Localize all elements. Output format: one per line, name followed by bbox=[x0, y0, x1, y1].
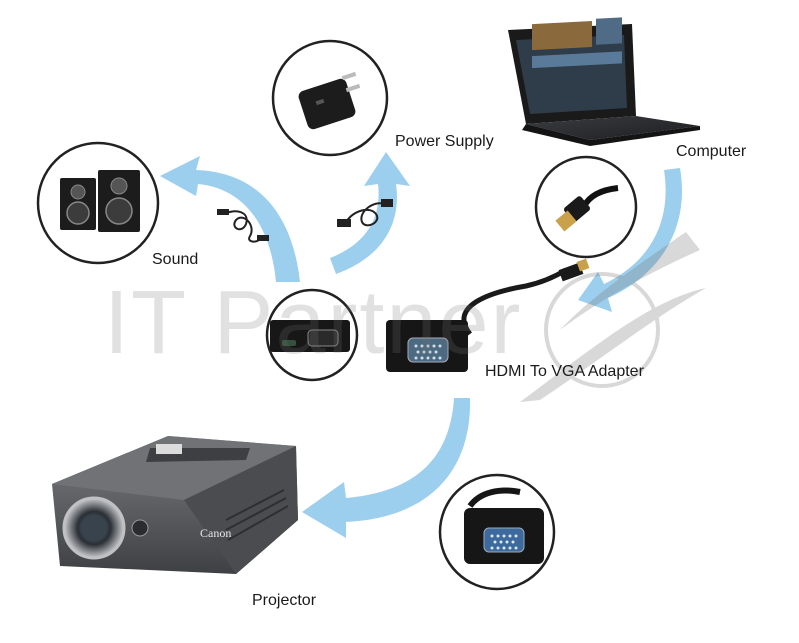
arrow-to-sound bbox=[160, 156, 300, 282]
audio-cable-icon bbox=[217, 209, 269, 243]
power-adapter-icon bbox=[298, 71, 361, 130]
projector-icon: Canon bbox=[52, 436, 298, 574]
power-supply-circle bbox=[271, 39, 389, 157]
label-projector: Projector bbox=[252, 592, 317, 609]
label-sound: Sound bbox=[152, 251, 199, 268]
arrow-to-projector bbox=[302, 398, 471, 538]
laptop-icon bbox=[508, 17, 700, 146]
speakers-icon bbox=[60, 170, 140, 232]
label-computer: Computer bbox=[676, 143, 747, 160]
label-adapter: HDMI To VGA Adapter bbox=[485, 363, 644, 380]
arrow-from-computer bbox=[578, 168, 683, 312]
adapter-port-circle bbox=[265, 288, 359, 382]
watermark-text: IT Partner bbox=[104, 273, 523, 373]
projector-vent bbox=[225, 489, 289, 541]
vga-port-circle bbox=[438, 473, 556, 591]
label-power-supply: Power Supply bbox=[395, 133, 494, 150]
vga-adapter-icon bbox=[386, 258, 590, 372]
usb-cable-icon bbox=[337, 199, 393, 227]
projector-brand: Canon bbox=[200, 526, 231, 540]
hdmi-plug-icon bbox=[555, 185, 619, 232]
logo-icon bbox=[520, 232, 706, 402]
hdmi-circle bbox=[534, 155, 638, 259]
arrow-to-power bbox=[330, 152, 410, 274]
sound-circle bbox=[36, 141, 160, 265]
